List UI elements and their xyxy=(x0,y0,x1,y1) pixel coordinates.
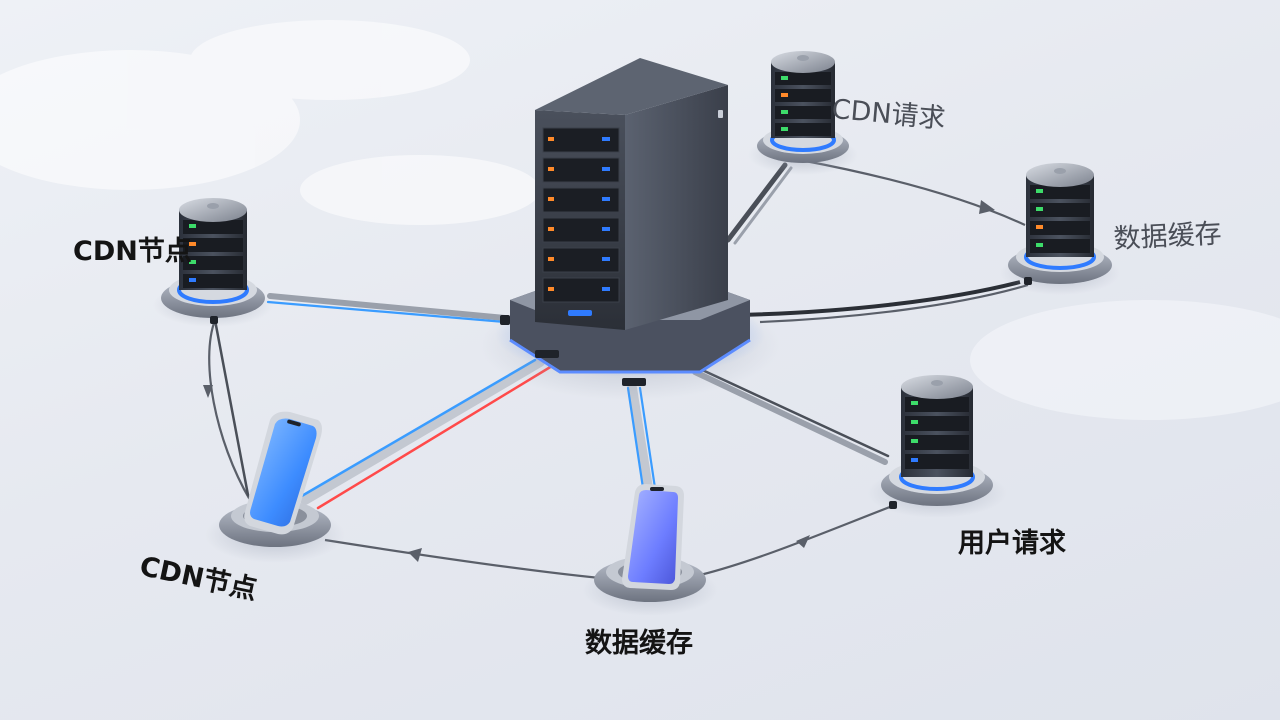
server-stack-cdn-request xyxy=(748,51,858,175)
arrow-phonebottom-to-userrequest xyxy=(699,503,896,577)
cables xyxy=(213,162,890,510)
rack-leds xyxy=(548,137,610,291)
label-data-cache-bottom: 数据缓存 xyxy=(585,628,693,659)
arrow-central-to-datacache-right xyxy=(759,283,1029,324)
label-user-request: 用户请求 xyxy=(958,528,1066,559)
rack-power-led xyxy=(568,310,592,316)
server-stack-cdn-node-left xyxy=(153,198,273,327)
smartphone-data-cache xyxy=(582,484,718,616)
label-cdn-node-left: CDN节点 xyxy=(73,236,192,267)
arrow-phonebottom-to-phoneleft xyxy=(324,538,601,580)
label-data-cache-right: 数据缓存 xyxy=(1112,218,1223,255)
light-patches xyxy=(0,20,1280,420)
smartphone-cdn-node xyxy=(205,411,345,563)
arrow-links xyxy=(208,158,1029,580)
arrow-heads xyxy=(203,200,995,562)
central-rack-server xyxy=(535,58,728,330)
server-stack-user-request xyxy=(867,375,1007,518)
arrow-cdnnode-to-phone xyxy=(208,319,251,501)
server-stack-data-cache-right xyxy=(1000,163,1120,295)
